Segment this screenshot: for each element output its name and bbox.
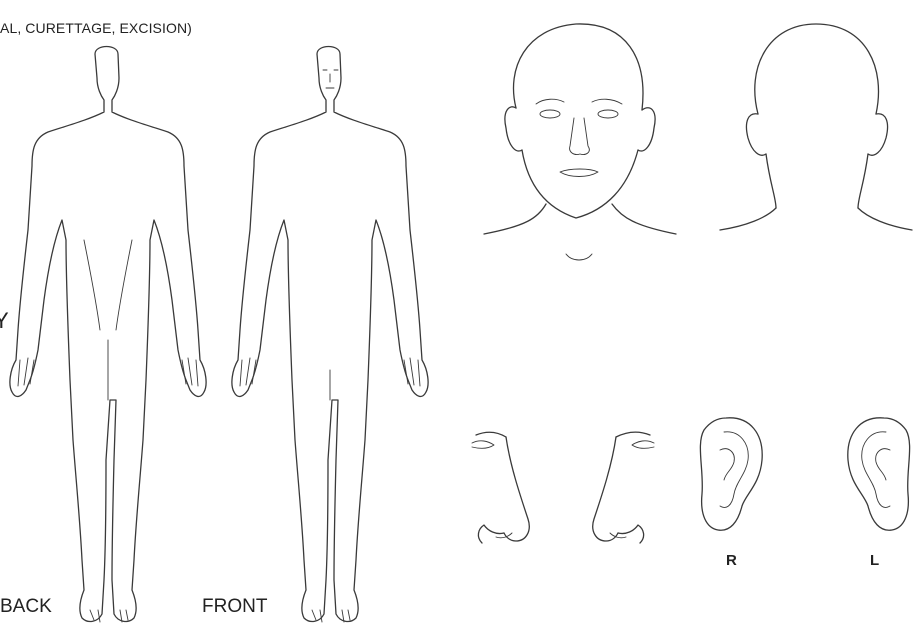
back-view-label: BACK: [0, 596, 52, 618]
nose-profile-left-figure[interactable]: [570, 425, 660, 555]
face-front-figure[interactable]: [476, 18, 686, 273]
front-view-label: FRONT: [202, 596, 267, 618]
head-back-figure[interactable]: [716, 18, 913, 248]
body-front-figure[interactable]: [222, 40, 462, 633]
ear-right-label: R: [726, 552, 737, 569]
ear-right-figure[interactable]: [690, 410, 770, 540]
body-back-figure[interactable]: [0, 40, 240, 633]
ear-left-figure[interactable]: [840, 410, 913, 540]
nose-profile-right-figure[interactable]: [466, 425, 546, 555]
procedure-header: AL, CURETTAGE, EXCISION): [0, 20, 192, 36]
ear-left-label: L: [870, 552, 879, 569]
